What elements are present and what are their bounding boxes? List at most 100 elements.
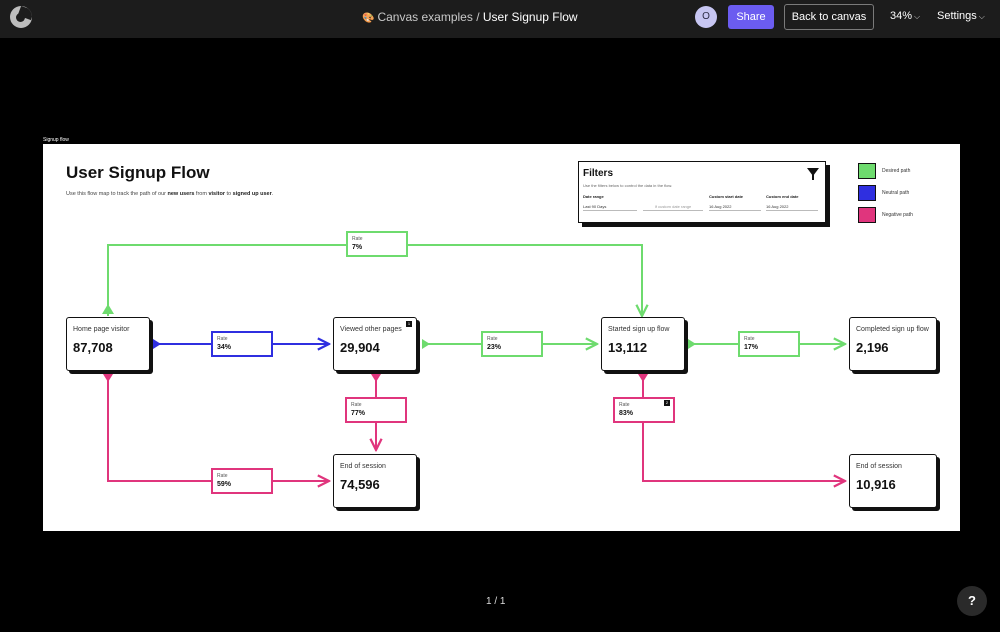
frame-label[interactable]: Signup flow: [43, 137, 69, 143]
blue-origin-triangle: [153, 339, 161, 349]
comment-badge[interactable]: 1: [406, 321, 412, 327]
node-completed-sign-up-flow[interactable]: Completed sign up flow 2,196: [849, 317, 937, 371]
settings-label: Settings: [937, 10, 977, 22]
chevron-down-icon: ⌵: [914, 12, 921, 21]
node-end-of-session-1[interactable]: End of session 74,596: [333, 454, 417, 508]
node-home-page-visitor[interactable]: Home page visitor 87,708: [66, 317, 150, 371]
page-title: User Signup Flow: [66, 163, 210, 182]
rate-box-started-end[interactable]: 2 Rate 83%: [613, 397, 675, 423]
zoom-level: 34%: [890, 10, 913, 22]
filters-description: Use the filters below to control the dat…: [583, 183, 673, 188]
node-value: 13,112: [608, 340, 648, 355]
rate-value: 34%: [217, 344, 232, 351]
palette-icon: 🎨: [362, 13, 375, 24]
node-label: End of session: [340, 463, 386, 470]
top-bar: 🎨Canvas examples / User Signup Flow O Sh…: [0, 0, 1000, 38]
app-logo-icon[interactable]: [10, 6, 32, 28]
zoom-dropdown[interactable]: 34%⌵: [890, 10, 920, 22]
rate-box-home-viewed[interactable]: Rate 34%: [211, 331, 273, 357]
rate-label: Rate: [619, 402, 630, 408]
legend-label: Neutral path: [882, 190, 910, 196]
legend-label: Negative path: [882, 212, 913, 218]
legend-swatch-negative: [858, 207, 876, 223]
filters-panel: Filters Use the filters below to control…: [578, 161, 826, 223]
legend-swatch-neutral: [858, 185, 876, 201]
pink-origin-triangle: [371, 374, 381, 382]
breadcrumb-current: User Signup Flow: [482, 10, 578, 24]
node-value: 29,904: [340, 340, 380, 355]
subtitle-text: to: [224, 191, 233, 197]
rate-value: 17%: [744, 344, 759, 351]
legend-label: Desired path: [882, 168, 911, 174]
subtitle-text: Use this flow map to track the path of o…: [66, 191, 168, 197]
node-label: Started sign up flow: [608, 326, 670, 333]
node-end-of-session-2[interactable]: End of session 10,916: [849, 454, 937, 508]
breadcrumb: 🎨Canvas examples / User Signup Flow: [362, 10, 578, 24]
custom-end-label: Custom end date: [766, 194, 799, 199]
rate-value: 83%: [619, 410, 634, 417]
flow-started-to-end: [642, 375, 845, 481]
subtitle-text: from: [194, 191, 209, 197]
user-avatar[interactable]: O: [695, 6, 717, 28]
page-indicator: 1 / 1: [486, 596, 506, 607]
rate-label: Rate: [217, 336, 228, 342]
node-label: Completed sign up flow: [856, 326, 929, 333]
pink-origin-triangle-3: [638, 374, 648, 382]
filters-title: Filters: [583, 168, 614, 179]
date-range-filter: Date range Last 90 Days: [583, 194, 637, 211]
custom-range-hint: If custom date range: [643, 202, 703, 211]
node-label: Home page visitor: [73, 326, 130, 333]
filter-funnel-icon[interactable]: [807, 168, 819, 180]
rate-value: 7%: [352, 244, 363, 251]
rate-label: Rate: [217, 473, 228, 479]
rate-value: 23%: [487, 344, 502, 351]
node-label: End of session: [856, 463, 902, 470]
rate-box-home-end[interactable]: Rate 59%: [211, 468, 273, 494]
comment-badge[interactable]: 2: [664, 400, 670, 406]
date-range-label: Date range: [583, 194, 604, 199]
rate-box-top[interactable]: Rate 7%: [346, 231, 408, 257]
page-subtitle: Use this flow map to track the path of o…: [66, 190, 286, 199]
custom-end-filter: Custom end date 16 Aug 2022: [766, 194, 818, 211]
custom-end-input[interactable]: 16 Aug 2022: [766, 202, 818, 211]
subtitle-bold: visitor: [208, 191, 225, 197]
rate-value: 59%: [217, 481, 232, 488]
subtitle-text: .: [271, 191, 274, 197]
green-origin-triangle-2: [422, 339, 430, 349]
rate-box-viewed-started[interactable]: Rate 23%: [481, 331, 543, 357]
canvas-frame: User Signup Flow Use this flow map to tr…: [43, 144, 960, 531]
custom-start-filter: Custom start date 16 Aug 2022: [709, 194, 761, 211]
node-label: Viewed other pages: [340, 326, 402, 333]
chevron-down-icon: ⌵: [978, 12, 985, 21]
custom-start-input[interactable]: 16 Aug 2022: [709, 202, 761, 211]
rate-box-viewed-end[interactable]: Rate 77%: [345, 397, 407, 423]
green-origin-triangle: [102, 304, 114, 314]
node-viewed-other-pages[interactable]: 1 Viewed other pages 29,904: [333, 317, 417, 371]
settings-dropdown[interactable]: Settings⌵: [937, 10, 985, 22]
breadcrumb-folder[interactable]: Canvas examples: [377, 10, 473, 24]
breadcrumb-separator: /: [476, 10, 480, 24]
legend-swatch-desired: [858, 163, 876, 179]
rate-label: Rate: [487, 336, 498, 342]
subtitle-bold: signed up user: [232, 191, 272, 197]
back-to-canvas-button[interactable]: Back to canvas: [784, 4, 874, 30]
node-value: 87,708: [73, 340, 113, 355]
date-range-select[interactable]: Last 90 Days: [583, 202, 637, 211]
rate-label: Rate: [352, 236, 363, 242]
green-origin-triangle-3: [688, 339, 696, 349]
node-started-sign-up-flow[interactable]: Started sign up flow 13,112: [601, 317, 685, 371]
flow-home-to-end: [107, 375, 329, 481]
rate-box-started-completed[interactable]: Rate 17%: [738, 331, 800, 357]
pink-origin-triangle-2: [103, 374, 113, 382]
rate-label: Rate: [744, 336, 755, 342]
custom-start-label: Custom start date: [709, 194, 744, 199]
subtitle-bold: new users: [167, 191, 195, 197]
rate-value: 77%: [351, 410, 366, 417]
share-button[interactable]: Share: [728, 5, 774, 29]
custom-range-hint-field: . If custom date range: [643, 194, 703, 211]
node-value: 10,916: [856, 477, 896, 492]
rate-label: Rate: [351, 402, 362, 408]
node-value: 2,196: [856, 340, 889, 355]
node-value: 74,596: [340, 477, 380, 492]
help-button[interactable]: ?: [957, 586, 987, 616]
